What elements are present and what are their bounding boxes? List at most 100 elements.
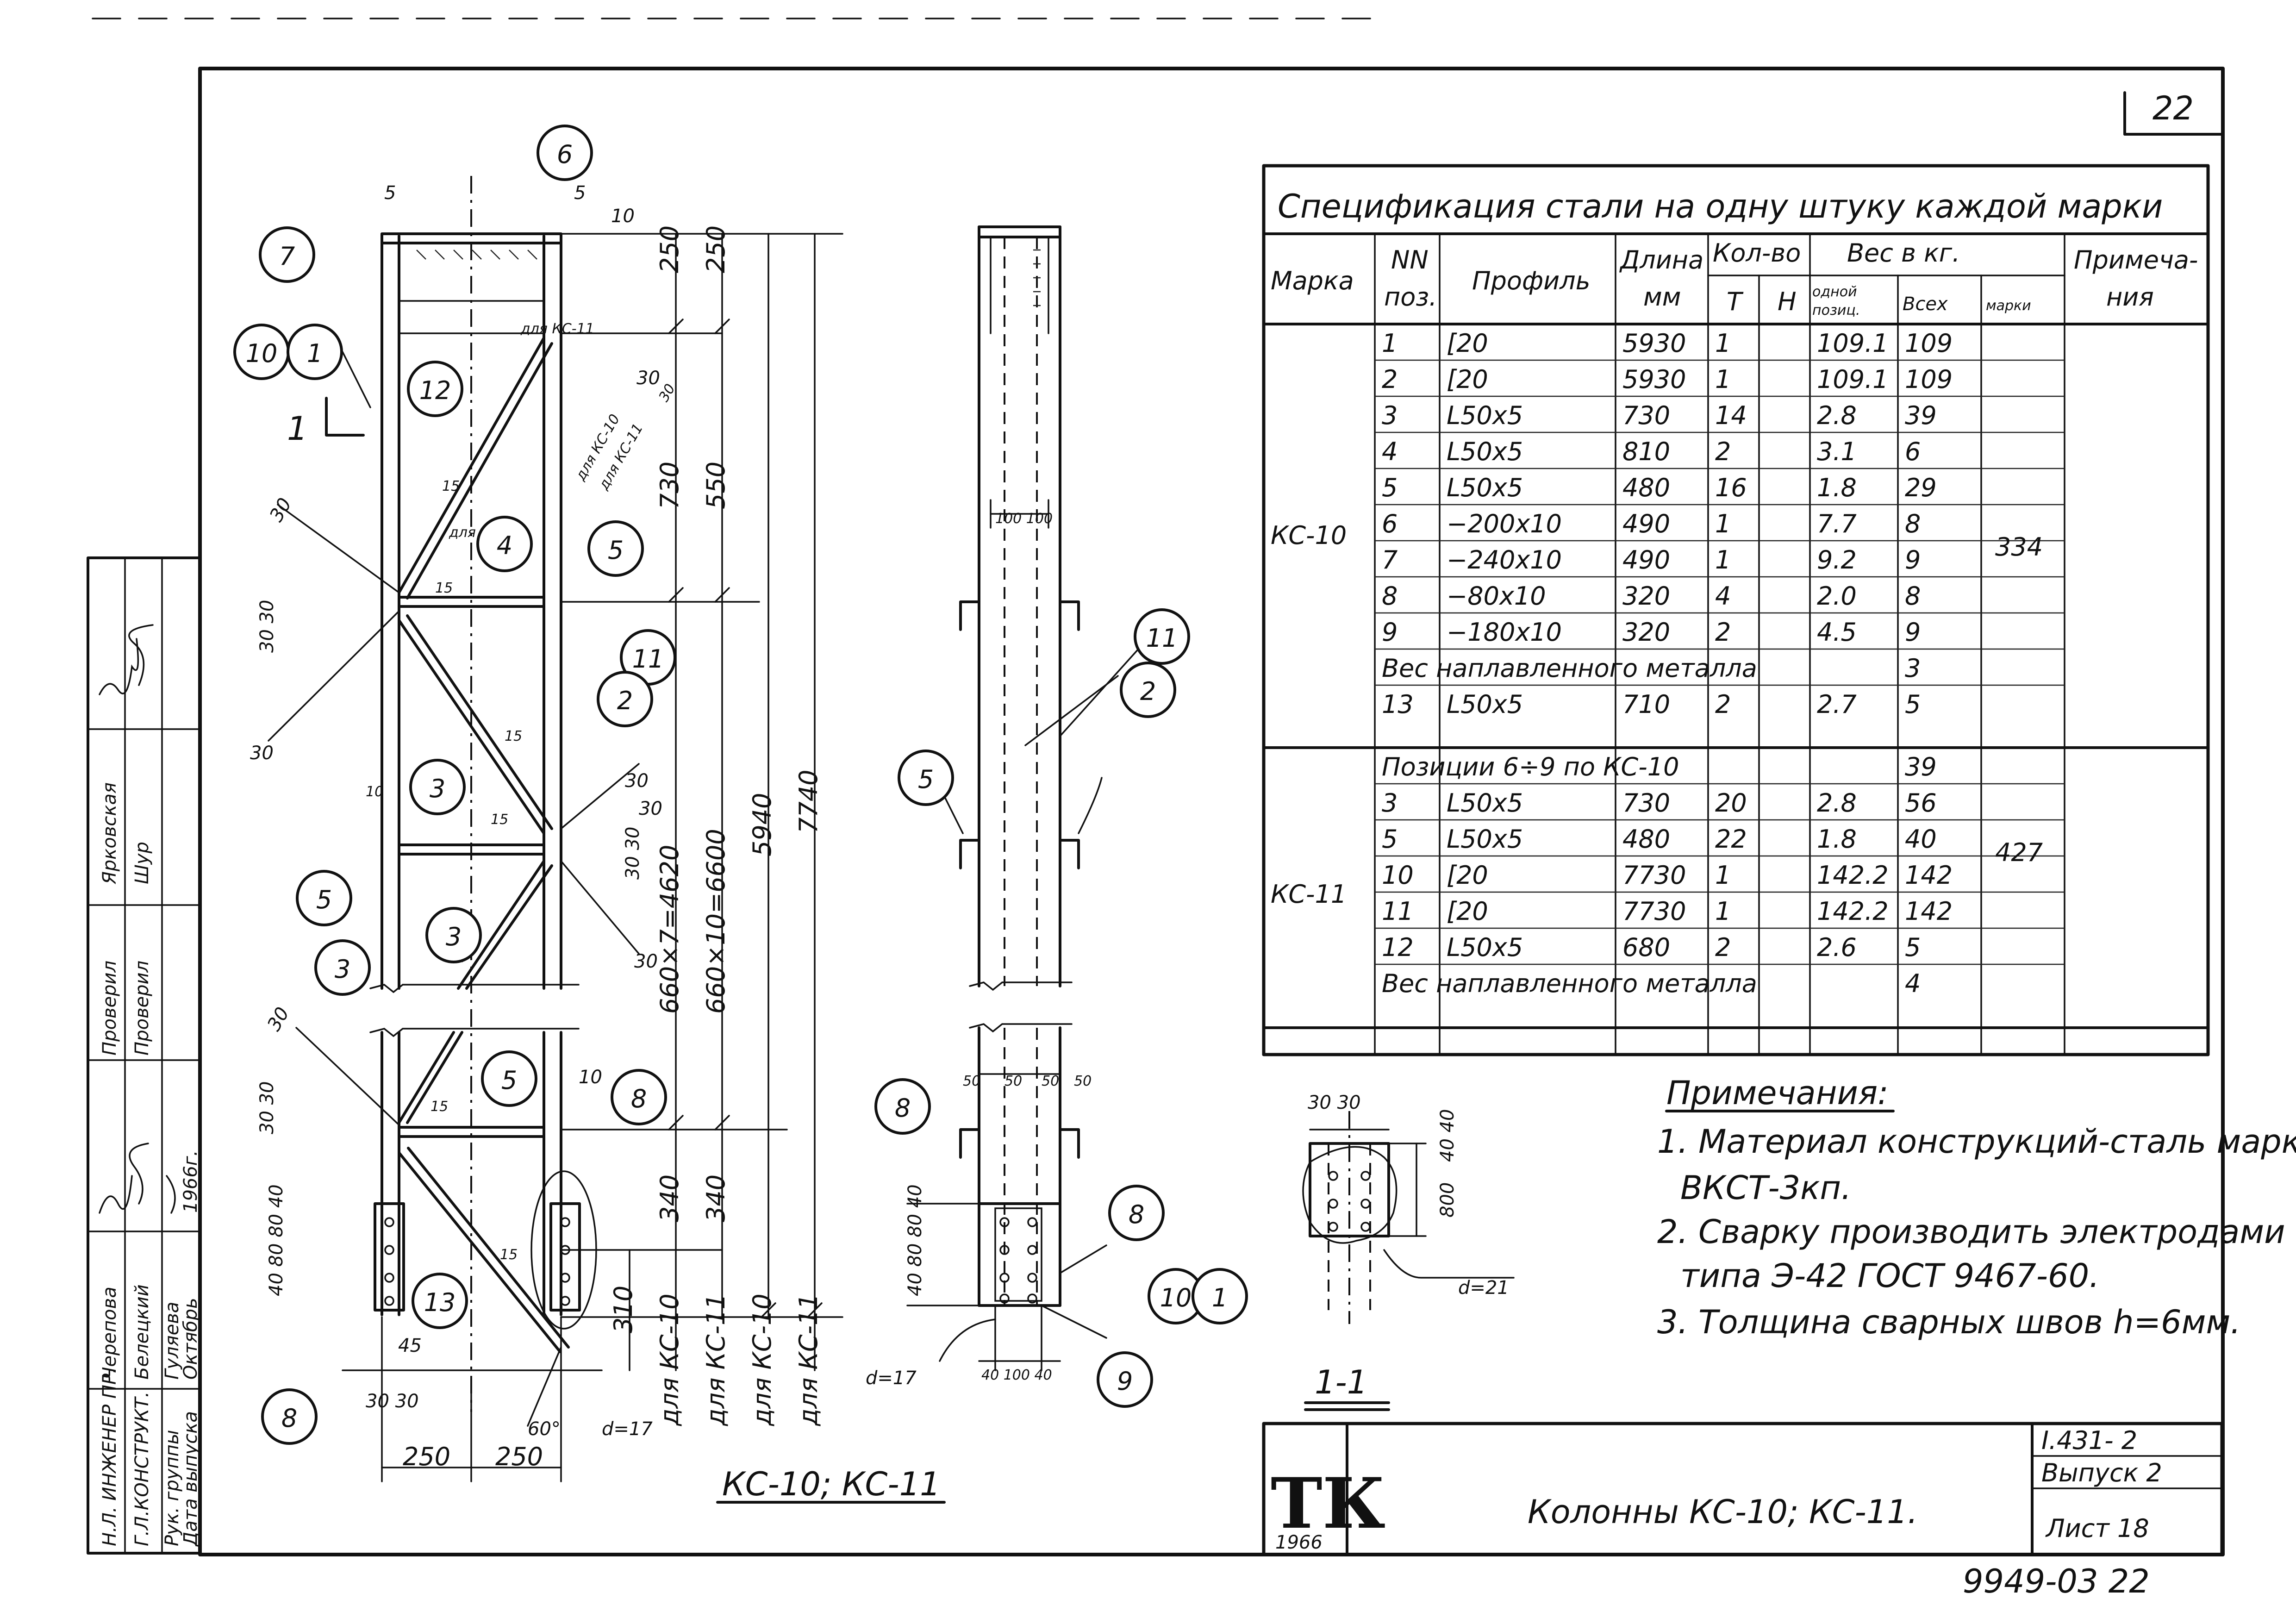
kc10-row-5-cell-1: L50x5 xyxy=(1447,473,1523,502)
kc10-row-4-cell-3: 2 xyxy=(1715,437,1731,466)
kc10-row-2-cell-5: 109 xyxy=(1905,365,1953,394)
kc10-row-1-cell-4: 109.1 xyxy=(1817,329,1889,358)
hdr-w-all: Всех xyxy=(1903,294,1948,315)
note-3: 3. Толщина сварных швов h=6мм. xyxy=(1657,1303,2241,1341)
hdr-note-1: Примеча- xyxy=(2074,245,2198,275)
dim-7740: 7740 xyxy=(794,770,823,833)
kc11-total: 427 xyxy=(1995,838,2043,867)
kc10-row-13-cell-1: L50x5 xyxy=(1447,690,1523,719)
hdr-note-2: ния xyxy=(2106,282,2154,312)
position-bubble-1: 1 xyxy=(1192,1268,1248,1324)
hdr-w-mark: марки xyxy=(1986,298,2031,314)
position-bubble-5: 5 xyxy=(898,750,954,806)
left-stamp: Н.Л. ИНЖЕНЕР ПР. Черепова Г.Л.КОНСТРУКТ.… xyxy=(87,556,201,1555)
main-elevation xyxy=(268,176,843,1482)
kc10-row-3-cell-4: 2.8 xyxy=(1817,401,1857,430)
hdr-weight: Вес в кг. xyxy=(1847,238,1960,268)
kc11-row-3-cell-1: [20 xyxy=(1447,861,1488,890)
kc11-row-2-cell-4: 1.8 xyxy=(1817,824,1857,854)
dim-30-30-c: 30 30 xyxy=(622,826,643,880)
logo: ТК xyxy=(1271,1463,1385,1544)
kc10-row-3-cell-5: 39 xyxy=(1905,401,1937,430)
kc10-row-5-cell-4: 1.8 xyxy=(1817,473,1857,502)
kc10-row-9-cell-0: 9 xyxy=(1382,618,1398,647)
kc11-row-5-cell-4: 2.6 xyxy=(1817,933,1857,962)
svg-text:8: 8 xyxy=(1129,1200,1144,1229)
kc11-row-2-cell-3: 22 xyxy=(1715,824,1747,854)
svg-text:5: 5 xyxy=(501,1066,517,1095)
corner-number-box: 22 xyxy=(2123,89,2223,136)
dim-340-a: 340 xyxy=(655,1174,684,1222)
dim-15-e: 15 xyxy=(500,1247,518,1263)
kc10-row-4-cell-4: 3.1 xyxy=(1817,437,1857,466)
hdr-length-1: Длина xyxy=(1619,245,1703,275)
hdr-length-2: мм xyxy=(1643,282,1681,312)
kc11-row-3-cell-0: 10 xyxy=(1382,861,1414,890)
kc11-row-1-cell-3: 20 xyxy=(1715,788,1747,818)
position-bubble-8: 8 xyxy=(261,1388,318,1445)
kc11-ref-value: 39 xyxy=(1905,752,1937,781)
stamp-role-2: Г.Л.КОНСТРУКТ. xyxy=(131,1392,153,1546)
kc10-row-5-cell-3: 16 xyxy=(1715,473,1747,502)
kc10-row-8-cell-0: 8 xyxy=(1382,581,1398,611)
main-caption-text: КС-10; КС-11 xyxy=(722,1465,941,1503)
dim-30-30-b: 30 30 xyxy=(256,1081,278,1134)
dim-50-c: 50 xyxy=(1042,1073,1059,1089)
sheet-title: Колонны КС-10; КС-11. xyxy=(1528,1493,1918,1531)
dim-45: 45 xyxy=(398,1335,422,1356)
main-dimensions: 250 250 730 550 660×7=4620 660×10=6600 5… xyxy=(250,182,823,1471)
svg-text:5: 5 xyxy=(316,885,332,914)
kc10-row-7-cell-4: 9.2 xyxy=(1817,545,1857,575)
dim-stack-a: 40 80 80 40 xyxy=(266,1184,287,1296)
kc11-row-3-cell-5: 142 xyxy=(1905,861,1953,890)
kc11-row-1-cell-2: 730 xyxy=(1622,788,1670,818)
hdr-w-one-1: одной xyxy=(1812,284,1857,300)
svg-text:8: 8 xyxy=(281,1404,297,1433)
dim-5940: 5940 xyxy=(748,793,777,856)
svg-text:8: 8 xyxy=(631,1084,647,1113)
kc10-row-13-cell-3: 2 xyxy=(1715,690,1731,719)
kc11-row-4-cell-5: 142 xyxy=(1905,897,1953,926)
kc10-row-13-cell-4: 2.7 xyxy=(1817,690,1857,719)
dim-60deg: 60° xyxy=(528,1418,561,1440)
position-bubble-12: 12 xyxy=(407,361,463,417)
position-bubble-9: 9 xyxy=(1097,1351,1153,1408)
dim-340-b: 340 xyxy=(701,1174,730,1222)
kc11-row-5-cell-1: L50x5 xyxy=(1447,933,1523,962)
dim-10-low: 10 xyxy=(579,1067,602,1088)
kc10-row-13-cell-2: 710 xyxy=(1622,690,1670,719)
kc10-row-7-cell-1: −240x10 xyxy=(1447,545,1562,575)
kc10-row-8-cell-1: −80x10 xyxy=(1447,581,1546,611)
kc11-row-5-cell-2: 680 xyxy=(1622,933,1670,962)
kc11-row-3-cell-4: 142.2 xyxy=(1817,861,1889,890)
stamp-checked-name-1: Ярковская xyxy=(99,782,120,885)
dim-30-d: 30 xyxy=(639,798,662,819)
kc11-row-4-cell-3: 1 xyxy=(1715,897,1731,926)
kc11-row-4-cell-4: 142.2 xyxy=(1817,897,1889,926)
hdr-w-one-2: позиц. xyxy=(1812,302,1860,319)
svg-text:11: 11 xyxy=(1146,624,1178,653)
kc11-row-2-cell-0: 5 xyxy=(1382,824,1398,854)
kc11-ref-label: Позиции 6÷9 по КС-10 xyxy=(1382,752,1679,781)
dim-d17-a: d=17 xyxy=(602,1418,653,1440)
position-bubble-13: 13 xyxy=(412,1273,468,1329)
svg-text:3: 3 xyxy=(430,774,445,803)
kc11-mark: КС-11 xyxy=(1271,880,1347,909)
position-bubble-8: 8 xyxy=(1108,1185,1165,1241)
kc10-row-3-cell-1: L50x5 xyxy=(1447,401,1523,430)
hdr-qty-t: Т xyxy=(1727,287,1744,316)
svg-text:6: 6 xyxy=(557,140,573,169)
kc10-row-8-cell-5: 8 xyxy=(1905,581,1921,611)
svg-text:1: 1 xyxy=(307,339,323,368)
position-bubble-11: 11 xyxy=(1134,608,1190,665)
kc10-row-3-cell-3: 14 xyxy=(1715,401,1747,430)
hdr-mark: Марка xyxy=(1271,266,1354,295)
hdr-qty-n: Н xyxy=(1778,287,1797,316)
position-bubble-6: 6 xyxy=(537,125,593,181)
dim-30-30-a: 30 30 xyxy=(256,600,278,653)
svg-text:5: 5 xyxy=(608,536,624,565)
dim-30-f: 30 xyxy=(636,368,660,389)
dim-15-f: 15 xyxy=(430,1099,448,1115)
dim-5-b: 5 xyxy=(574,182,586,204)
dim-30-a: 30 xyxy=(266,494,296,525)
